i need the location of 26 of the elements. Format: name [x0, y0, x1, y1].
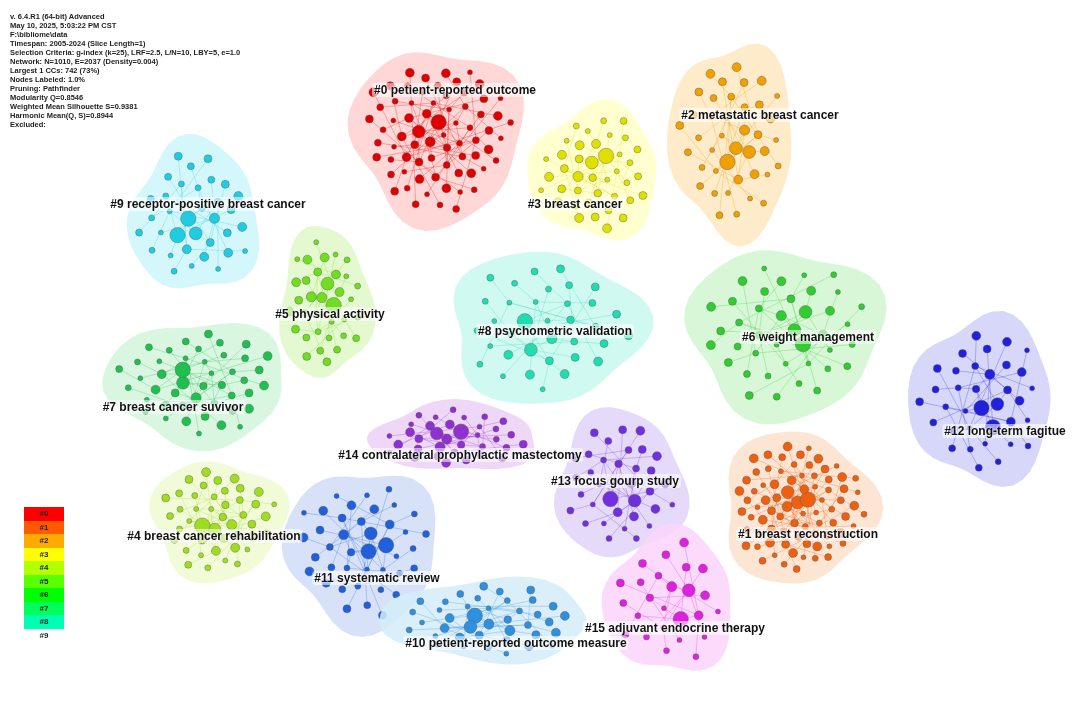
legend-label: #8: [39, 617, 49, 627]
cluster-label: #8 psychometric validation: [475, 324, 635, 338]
cluster-label: #7 breast cancer suvivor: [100, 400, 246, 414]
legend-label: #5: [39, 576, 49, 586]
cluster-label: #10 petient-reported outcome measure: [403, 636, 629, 650]
cluster-label: #13 focus gourp study: [549, 474, 681, 488]
legend-label: #1: [39, 522, 49, 532]
legend-label: #0: [39, 509, 49, 519]
cluster-label: #1 breast reconstruction: [736, 527, 880, 541]
cluster-label: #9 receptor-positive breast cancer: [108, 197, 308, 211]
legend-label: #7: [39, 603, 49, 613]
legend-label: #4: [39, 563, 49, 573]
cluster-label: #6 weight management: [740, 330, 876, 344]
cluster-label: #4 breast cancer rehabilitation: [125, 529, 303, 543]
cluster-label: #12 long-term fagitue: [942, 424, 1068, 438]
legend-label: #6: [39, 590, 49, 600]
cluster-label: #11 systematic review: [312, 571, 442, 585]
legend-label: #2: [39, 536, 49, 546]
cluster-label: #0 petient-reported outcome: [372, 83, 538, 97]
cluster-label: #15 adjuvant endocrine therapy: [582, 621, 768, 635]
cluster-label: #3 breast cancer: [525, 197, 625, 211]
legend-label: #3: [39, 549, 49, 559]
cluster-label: #14 contralateral prophylactic mastectomy: [336, 448, 584, 462]
cluster-label: #5 physical activity: [273, 307, 387, 321]
legend-label: #9: [39, 630, 49, 640]
cluster-label: #2 metastatic breast cancer: [679, 108, 841, 122]
